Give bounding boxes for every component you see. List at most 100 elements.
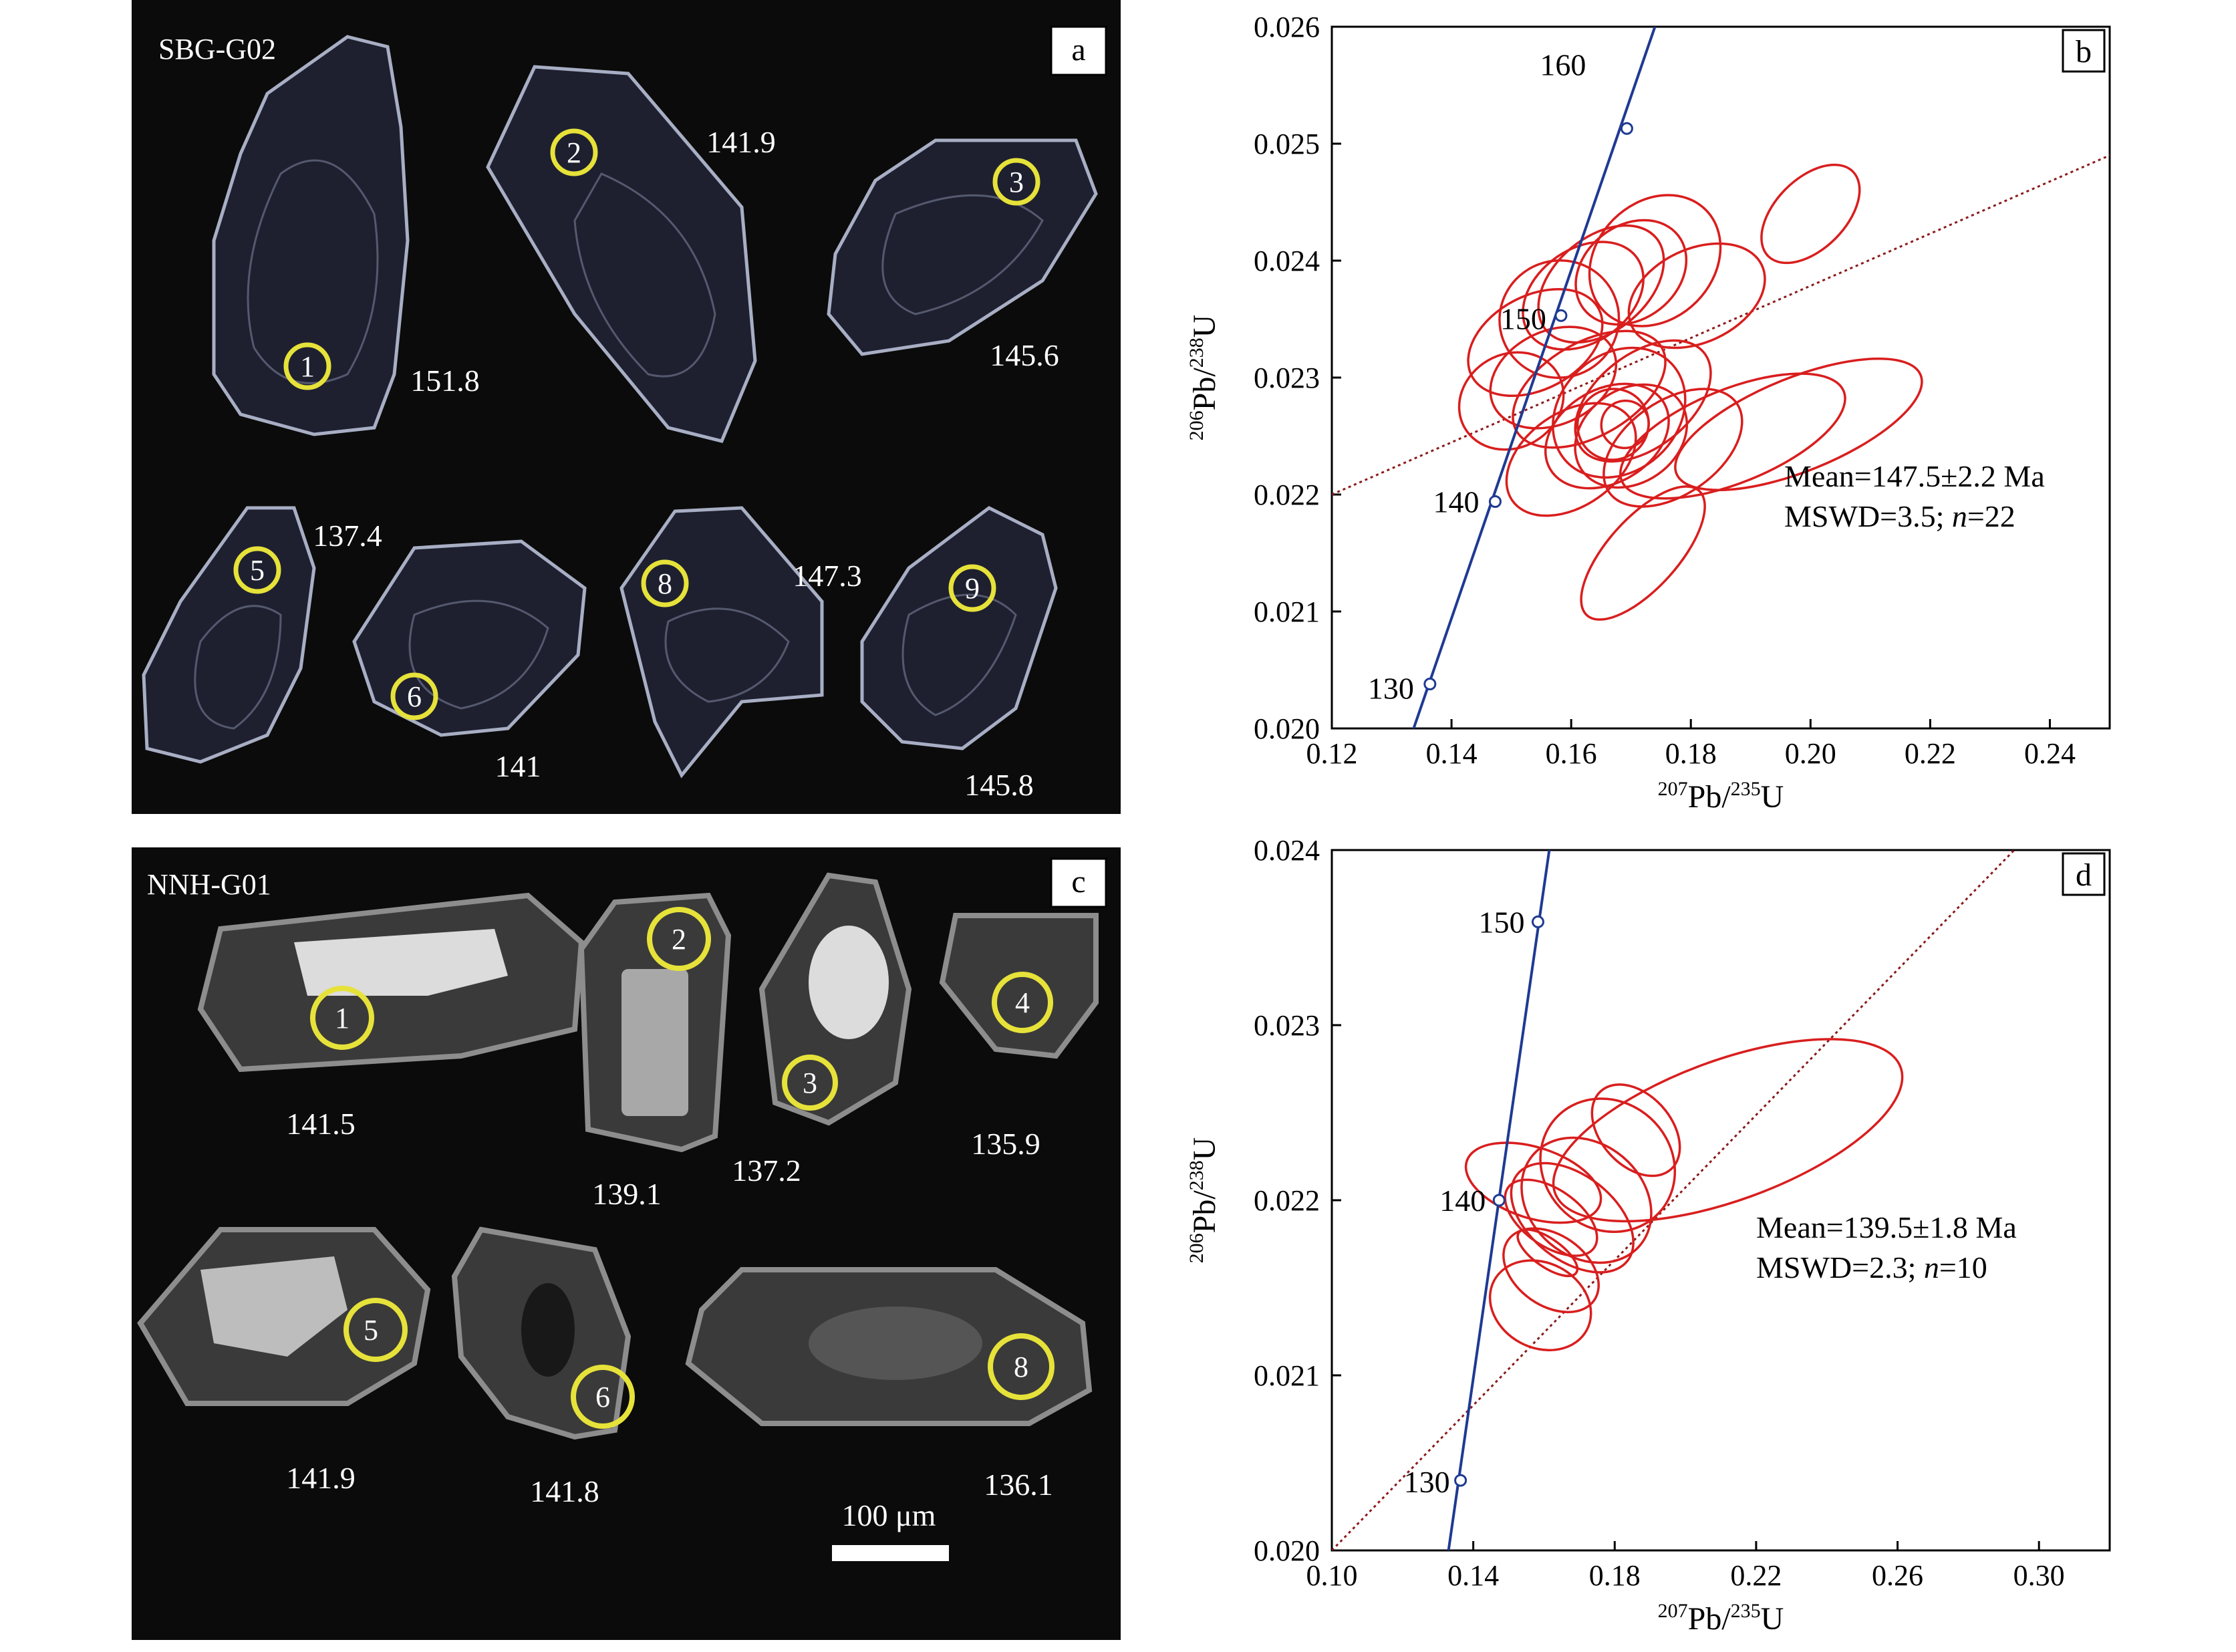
y-axis-label: 206Pb/238U <box>1185 1137 1222 1264</box>
y-tick-label: 0.020 <box>1254 1534 1320 1567</box>
spot-id: 5 <box>250 554 265 587</box>
spot-circles-a <box>233 128 1040 720</box>
scale-bar-label: 100 μm <box>842 1498 936 1532</box>
x-axis-label-iso: 207 <box>1658 778 1688 800</box>
concordia-curve <box>1412 27 1657 728</box>
spot-circles-c <box>310 907 1055 1429</box>
concordia-age-marker <box>1531 915 1544 928</box>
error-ellipse <box>1552 1038 1904 1223</box>
spot-id: 4 <box>1015 986 1030 1019</box>
spot-id: 1 <box>335 1002 350 1035</box>
x-tick-label: 0.14 <box>1447 1559 1499 1592</box>
error-ellipse <box>1520 1136 1653 1264</box>
panel-letter-box <box>2062 29 2106 73</box>
spot-circle <box>992 158 1040 206</box>
x-tick-label: 0.20 <box>1785 737 1836 770</box>
spot-circle <box>647 907 711 971</box>
y-axis-label-iso: 238 <box>1185 337 1208 368</box>
spot-id: 6 <box>595 1381 610 1413</box>
spot-circle <box>343 1298 408 1362</box>
y-axis-label-iso: 206 <box>1185 1233 1208 1263</box>
y-tick-label: 0.022 <box>1254 478 1320 511</box>
error-ellipse <box>1600 399 1650 450</box>
error-ellipse <box>1619 372 1846 500</box>
x-axis-label: 207Pb/235U <box>1658 1600 1784 1637</box>
error-ellipse <box>1590 1083 1681 1178</box>
x-axis-label-text: Pb/ <box>1688 779 1731 815</box>
spot-age: 137.2 <box>732 1153 801 1188</box>
x-tick-label: 0.30 <box>2013 1559 2065 1592</box>
zircon-cores-c <box>200 926 982 1380</box>
concordia-age-marker <box>1554 309 1568 322</box>
y-tick-label: 0.020 <box>1254 712 1320 745</box>
spot-age: 135.9 <box>971 1127 1040 1161</box>
x-axis-label: 207Pb/235U <box>1658 778 1784 815</box>
spot-age: 136.1 <box>984 1468 1053 1502</box>
cl-panel-a: 1 2 3 5 6 8 9 151.8 141.9 145.6 137.4 14… <box>132 0 1121 814</box>
concordia-age-marker <box>1454 1474 1468 1487</box>
y-axis-label-iso: 238 <box>1185 1160 1208 1190</box>
spot-circle <box>782 1055 838 1111</box>
spot-age: 145.6 <box>990 338 1059 372</box>
y-axis-label-text: U <box>1187 1137 1222 1161</box>
concordia-age-marker <box>1423 678 1437 690</box>
spot-id: 1 <box>300 350 315 383</box>
n-label: n <box>1952 499 1967 533</box>
x-tick-label: 0.22 <box>1730 1559 1782 1592</box>
y-axis-label-text: Pb/ <box>1187 368 1222 411</box>
error-ellipse <box>1505 402 1637 517</box>
y-axis-label-iso: 206 <box>1185 410 1208 440</box>
spot-circle <box>988 1333 1055 1400</box>
concordia-age-marker <box>1492 1194 1506 1207</box>
spot-id: 9 <box>965 572 980 605</box>
panel-letter-box <box>2062 852 2106 896</box>
sample-label-c: NNH-G01 <box>147 868 271 901</box>
mswd-annotation: MSWD=3.5; n=22 <box>1784 499 2015 533</box>
y-tick-label: 0.023 <box>1254 1009 1320 1042</box>
y-tick-label: 0.022 <box>1254 1184 1320 1217</box>
plot-area <box>1332 27 2110 728</box>
spot-age: 147.3 <box>793 559 862 593</box>
x-axis-label-iso: 207 <box>1658 1600 1688 1622</box>
error-ellipse <box>1760 163 1861 265</box>
error-ellipse <box>1457 351 1565 451</box>
panel-letter-box-c <box>1050 857 1107 908</box>
x-tick-label: 0.10 <box>1306 1559 1358 1592</box>
x-tick-label: 0.16 <box>1546 737 1597 770</box>
n-value: =10 <box>1939 1250 1987 1284</box>
spot-id: 8 <box>1014 1351 1028 1383</box>
cl-panel-c: 1 2 3 4 5 6 8 141.5 139.1 137.2 135.9 14… <box>132 847 1121 1640</box>
concordia-age-label: 150 <box>1500 301 1546 335</box>
zircon-zoning-a <box>194 159 1044 730</box>
spot-circle <box>390 672 438 720</box>
error-ellipse <box>1627 242 1766 350</box>
error-ellipse <box>1552 346 1687 479</box>
y-tick-label: 0.023 <box>1254 362 1320 394</box>
mswd-text: MSWD=2.3; <box>1756 1250 1924 1284</box>
regression-line <box>1332 154 2110 496</box>
y-tick-label: 0.024 <box>1254 834 1320 867</box>
error-ellipse <box>1510 1161 1635 1274</box>
y-tick-label: 0.024 <box>1254 245 1320 277</box>
x-axis-label-text: U <box>1761 779 1784 815</box>
error-ellipse <box>1539 1097 1677 1233</box>
x-axis-label-iso: 235 <box>1731 1600 1761 1622</box>
mean-age-annotation: Mean=147.5±2.2 Ma <box>1784 459 2045 493</box>
concordia-age-label: 160 <box>1540 47 1586 82</box>
n-label: n <box>1924 1250 1939 1284</box>
mswd-text: MSWD=3.5; <box>1784 499 1952 533</box>
spot-id: 6 <box>407 680 422 713</box>
y-tick-label: 0.025 <box>1254 128 1320 160</box>
concordia-age-marker <box>1620 122 1633 135</box>
panel-letter-a: a <box>1071 32 1085 67</box>
concordia-age-label: 140 <box>1439 1184 1486 1218</box>
spot-circle <box>571 1365 635 1429</box>
scale-bar <box>832 1545 949 1561</box>
x-tick-label: 0.24 <box>2024 737 2076 770</box>
error-ellipse <box>1544 382 1670 490</box>
error-ellipse <box>1467 287 1604 398</box>
error-ellipse <box>1574 339 1712 463</box>
mean-age-annotation: Mean=139.5±1.8 Ma <box>1756 1210 2017 1244</box>
spot-age: 141.9 <box>706 125 776 159</box>
